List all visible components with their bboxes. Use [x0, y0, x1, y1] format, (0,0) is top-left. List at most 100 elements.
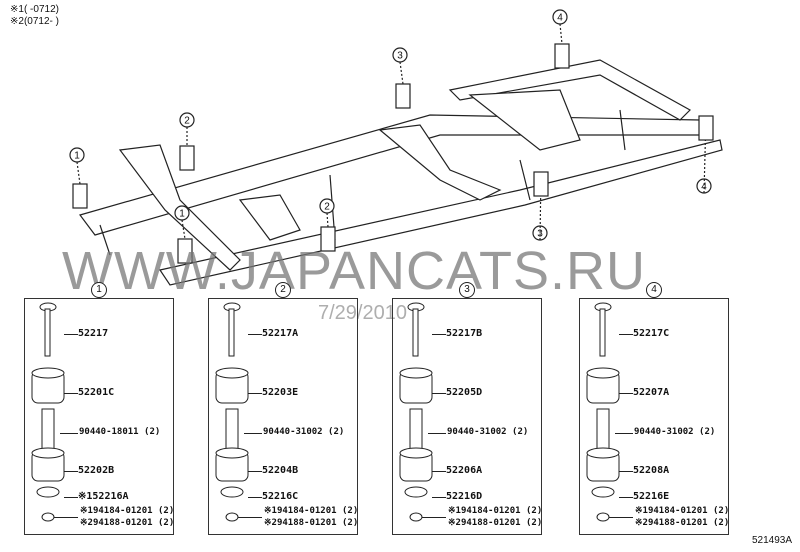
part-number-label[interactable]: 52201C: [78, 387, 115, 398]
part-number-label[interactable]: 52217B: [446, 328, 483, 339]
mount-parts-drawing: [31, 302, 65, 522]
body-mount-cushion: [320, 226, 336, 252]
leader-line: [248, 393, 262, 394]
callout-leader: [181, 219, 186, 240]
leader-line: [619, 334, 633, 335]
panel-number: 4: [646, 282, 662, 298]
frame-callout-number: 2: [324, 202, 330, 213]
leader-line: [244, 433, 262, 434]
frame-callout-number: 4: [557, 13, 563, 24]
leader-line: [619, 393, 633, 394]
leader-line: [248, 334, 262, 335]
part-number-label[interactable]: 52217C: [633, 328, 670, 339]
body-mount-cushion: [72, 183, 88, 209]
nut-part-number-label[interactable]: ※194184-01201 (2): [80, 506, 175, 516]
panel-number: 1: [91, 282, 107, 298]
nut-part-number-label[interactable]: ※294188-01201 (2): [448, 518, 543, 528]
bolt-shaft: [228, 308, 235, 357]
leader-line: [432, 393, 446, 394]
frame-callout-number: 2: [184, 116, 190, 127]
leader-line: [609, 517, 633, 518]
nut-part-number-label[interactable]: ※294188-01201 (2): [80, 518, 175, 528]
part-number-label[interactable]: 52216E: [633, 491, 670, 502]
callout-leader: [326, 212, 329, 228]
leader-line: [432, 497, 446, 498]
nut-part-number-label[interactable]: ※294188-01201 (2): [264, 518, 359, 528]
body-mount-cushion: [533, 171, 549, 197]
spacer-collar: [596, 408, 610, 452]
part-number-label[interactable]: 52204B: [262, 465, 299, 476]
leader-line: [248, 471, 262, 472]
frame-callout-number: 3: [397, 51, 403, 62]
mount-panel-4: [579, 298, 729, 535]
nut: [225, 512, 239, 522]
frame-callout-number: 1: [179, 209, 185, 220]
callout-leader: [559, 23, 563, 45]
upper-cushion-top: [31, 367, 65, 379]
part-number-label[interactable]: 52205D: [446, 387, 483, 398]
note-1: ※1( -0712): [10, 4, 59, 15]
nut: [409, 512, 423, 522]
nut: [41, 512, 55, 522]
chassis-frame-drawing: 1 1 2 2 3 3 4 4: [69, 9, 723, 286]
frame-callout-number: 1: [74, 151, 80, 162]
part-number-label[interactable]: 90440-31002 (2): [634, 427, 716, 437]
upper-cushion-top: [586, 367, 620, 379]
part-number-label[interactable]: 52207A: [633, 387, 670, 398]
part-number-label[interactable]: ※152216A: [78, 491, 129, 502]
lower-cushion-top: [399, 447, 433, 459]
leader-line: [432, 471, 446, 472]
part-number-label[interactable]: 90440-31002 (2): [263, 427, 345, 437]
part-number-label[interactable]: 52202B: [78, 465, 115, 476]
leader-line: [64, 497, 78, 498]
washer: [404, 486, 428, 498]
callout-leader: [76, 161, 81, 185]
frame-callout-number: 3: [537, 229, 543, 240]
part-number-label[interactable]: 52206A: [446, 465, 483, 476]
leader-line: [619, 497, 633, 498]
leader-line: [60, 433, 78, 434]
part-number-label[interactable]: 52216C: [262, 491, 299, 502]
frame-callout-number: 4: [701, 182, 707, 193]
upper-cushion-top: [399, 367, 433, 379]
panel-number: 2: [275, 282, 291, 298]
mount-panel-1: [24, 298, 174, 535]
nut-part-number-label[interactable]: ※194184-01201 (2): [448, 506, 543, 516]
leader-line: [64, 471, 78, 472]
nut-part-number-label[interactable]: ※294188-01201 (2): [635, 518, 730, 528]
mount-parts-drawing: [399, 302, 433, 522]
spacer-collar: [409, 408, 423, 452]
leader-line: [428, 433, 446, 434]
leader-line: [64, 334, 78, 335]
washer: [591, 486, 615, 498]
nut: [596, 512, 610, 522]
leader-line: [248, 497, 262, 498]
part-number-label[interactable]: 52217A: [262, 328, 299, 339]
part-number-label[interactable]: 90440-31002 (2): [447, 427, 529, 437]
part-number-label[interactable]: 90440-18011 (2): [79, 427, 161, 437]
spacer-collar: [225, 408, 239, 452]
nut-part-number-label[interactable]: ※194184-01201 (2): [635, 506, 730, 516]
part-number-label[interactable]: 52217: [78, 328, 109, 339]
washer: [220, 486, 244, 498]
lower-cushion-top: [586, 447, 620, 459]
part-number-label[interactable]: 52203E: [262, 387, 299, 398]
body-mount-cushion: [698, 115, 714, 141]
leader-line: [64, 393, 78, 394]
mount-parts-drawing: [586, 302, 620, 522]
part-number-label[interactable]: 52208A: [633, 465, 670, 476]
bolt-shaft: [412, 308, 419, 357]
leader-line: [432, 334, 446, 335]
leader-line: [619, 471, 633, 472]
callout-leader: [399, 61, 404, 85]
part-number-label[interactable]: 52216D: [446, 491, 483, 502]
panel-number: 3: [459, 282, 475, 298]
bolt-shaft: [599, 308, 606, 357]
leader-line: [422, 517, 446, 518]
body-mount-cushion: [177, 238, 193, 264]
nut-part-number-label[interactable]: ※194184-01201 (2): [264, 506, 359, 516]
leader-line: [615, 433, 633, 434]
note-2: ※2(0712- ): [10, 16, 59, 27]
body-mount-cushion: [554, 43, 570, 69]
